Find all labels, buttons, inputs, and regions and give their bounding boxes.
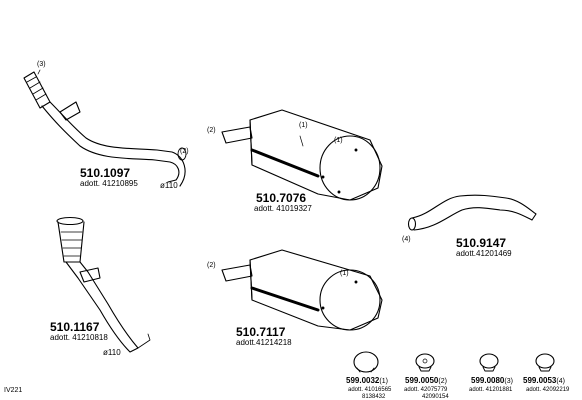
callout-p3-a: (4): [402, 236, 411, 243]
adott-p4: adott. 41210818: [50, 333, 108, 342]
clamp-code-1: 599.0032(1): [346, 376, 388, 386]
clamp-599-0080: [479, 353, 499, 372]
clamp-ref2-1: 8138432: [362, 394, 386, 400]
clamp-code-2: 599.0050(2): [405, 376, 447, 386]
clamp-599-0053: [535, 353, 555, 372]
clamp-ref1-3: adott. 41201881: [469, 387, 513, 393]
callout-p2-b: (1): [299, 122, 308, 129]
part-code-p1: 510.1097: [80, 166, 131, 180]
callout-p2-a: (2): [207, 127, 216, 134]
clamp-ref1-4: adott. 42092219: [526, 387, 570, 393]
diameter-p4: ø110: [103, 348, 121, 357]
clamp-code-4: 599.0053(4): [523, 376, 565, 386]
part-code-p5: 510.7117: [236, 325, 286, 339]
clamp-599-0032: [353, 351, 379, 373]
callout-p1-b: (2): [180, 148, 189, 155]
clamp-599-0050: [415, 353, 435, 372]
clamp-ref1-2: adott. 42075779: [404, 387, 448, 393]
callout-p5-a: (2): [207, 262, 216, 269]
callout-p1-a: (3): [37, 61, 46, 68]
part-code-p4: 510.1167: [50, 320, 100, 334]
clamp-code-3: 599.0080(3): [471, 376, 513, 386]
part-code-p2: 510.7076: [256, 191, 307, 205]
adott-p2: adott. 41019327: [254, 204, 312, 213]
part-code-p3: 510.9147: [456, 236, 507, 250]
front-pipe-510-1167: [56, 216, 151, 353]
front-pipe-510-1097: [23, 69, 187, 187]
callout-p5-b: (1): [340, 270, 349, 277]
tail-pipe-510-9147: [407, 194, 537, 231]
adott-p3: adott.41201469: [456, 249, 512, 258]
adott-p1: adott. 41210895: [80, 179, 138, 188]
diagram-code: IV221: [4, 387, 23, 394]
clamp-ref1-1: adott. 41016565: [348, 387, 392, 393]
diameter-p1: ø110: [160, 181, 178, 190]
callout-p2-c: (1): [334, 137, 343, 144]
clamp-ref2-2: 42090154: [422, 394, 449, 400]
adott-p5: adott.41214218: [236, 338, 292, 347]
rear-silencer-510-7117: [221, 249, 383, 331]
rear-silencer-510-7076: [221, 109, 383, 201]
